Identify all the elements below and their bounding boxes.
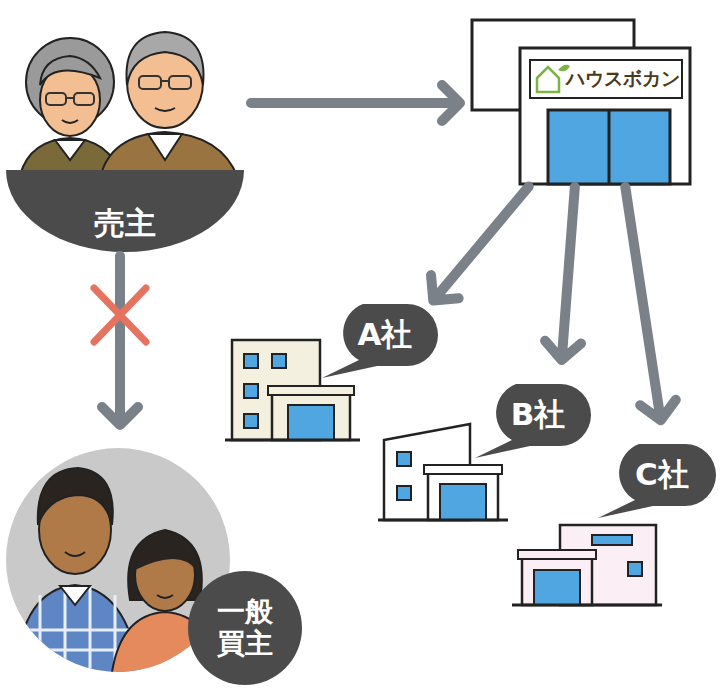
store-building [472, 20, 690, 184]
flow-arrow [625, 187, 675, 420]
seller-man [100, 32, 238, 178]
buyer-node: 一般 買主 [5, 447, 305, 687]
node-label: 一般 買主 [205, 587, 285, 669]
bubble-node: C社 [606, 442, 718, 508]
flow-arrow [545, 187, 581, 360]
node-label: A社 [330, 302, 440, 368]
node-label: C社 [606, 442, 718, 508]
seller-woman [20, 38, 120, 175]
flow-arrow [431, 187, 529, 301]
node-label: ハウスボカン [562, 60, 684, 98]
node-label: B社 [483, 382, 593, 448]
flow-arrow [102, 256, 138, 425]
building-c [512, 525, 662, 605]
seller-node: 売主 [5, 15, 245, 250]
flow-arrow [251, 85, 460, 121]
building-b [378, 424, 508, 520]
building-a [225, 340, 360, 440]
bubble-node: A社 [330, 302, 440, 368]
buyers [6, 448, 302, 690]
bubble-node: B社 [483, 382, 593, 448]
node-label: 売主 [5, 189, 245, 259]
store-node: ハウスボカン [470, 20, 692, 185]
